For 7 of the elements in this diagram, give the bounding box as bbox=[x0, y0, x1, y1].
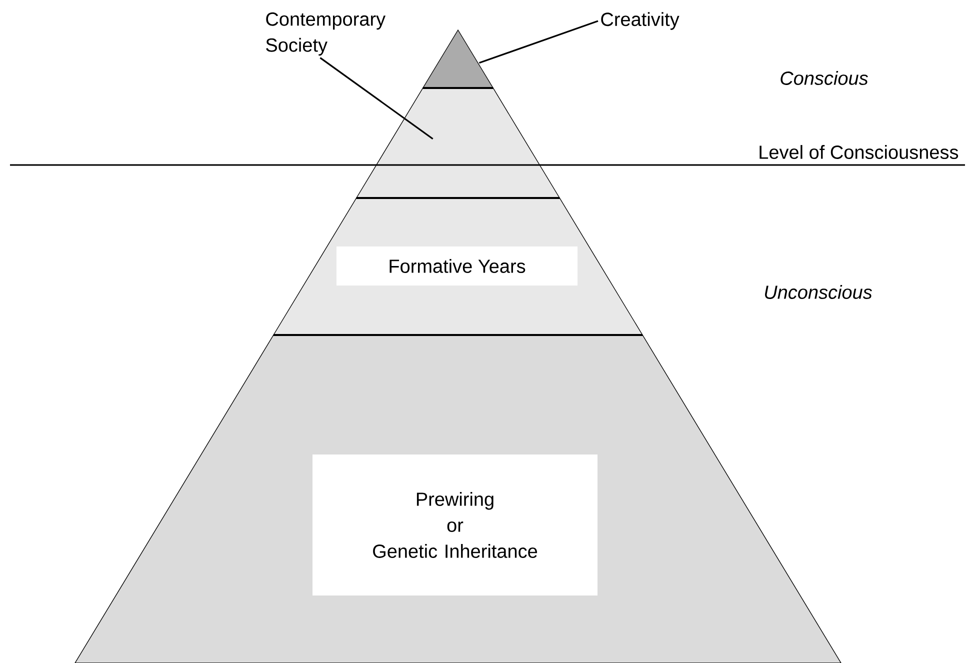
label-text: Unconscious bbox=[765, 285, 872, 299]
label-text: Level of Consciousness bbox=[760, 145, 958, 159]
label-text: Creativity bbox=[601, 12, 680, 30]
leader-line bbox=[478, 20, 598, 64]
label-text: Conscious bbox=[780, 71, 868, 85]
leader-line bbox=[320, 57, 434, 140]
label-text: Contemporary Society bbox=[266, 12, 386, 56]
